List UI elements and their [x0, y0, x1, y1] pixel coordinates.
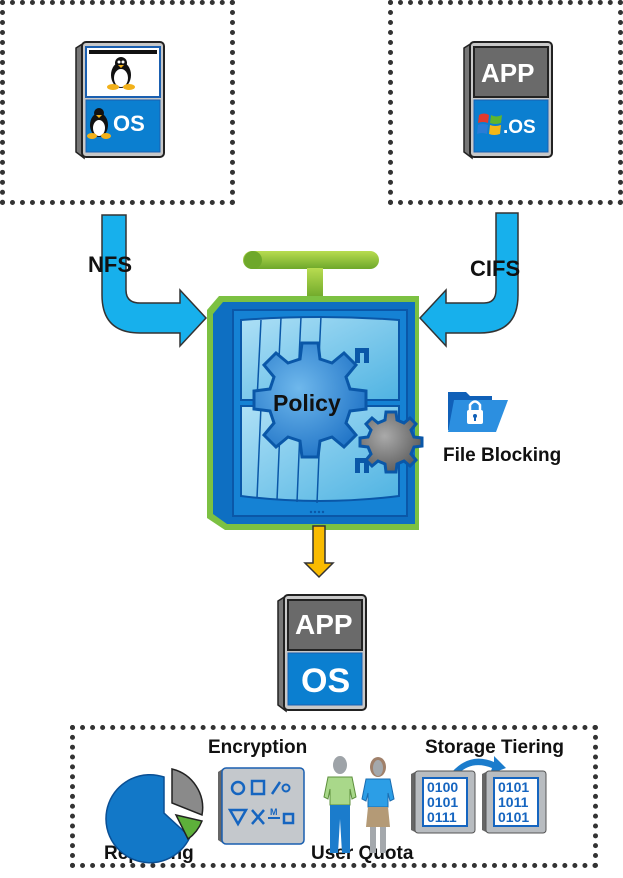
policy-gear-icon: [252, 341, 368, 459]
storage-tiering-label: Storage Tiering: [425, 737, 565, 758]
windows-client-box: [388, 0, 623, 205]
tier-a-bit-row: 0111: [427, 809, 457, 825]
encryption-label: Encryption: [208, 737, 308, 758]
storage-tier-a-icon: [411, 770, 476, 834]
server-app-label: APP: [295, 609, 353, 640]
linux-penguin-icon: [107, 57, 135, 90]
tier-a-bits: 0100 0101 0111: [427, 780, 458, 825]
linux-os-label: OS: [113, 111, 145, 136]
policy-label: Policy: [273, 390, 341, 416]
locked-folder-icon: [448, 392, 508, 432]
encryption-icon: M: [218, 767, 305, 845]
linux-client-box: [0, 0, 235, 205]
cifs-label: CIFS: [470, 256, 521, 281]
tier-b-bit-row: 0101: [498, 809, 530, 825]
features-box: [70, 725, 598, 868]
windows-app-label: APP: [481, 58, 535, 88]
tier-b-bit-row: 0101: [498, 779, 530, 795]
tier-b-bit-row: 1011: [498, 794, 529, 810]
windows-os-label: .OS: [503, 117, 536, 138]
linux-penguin-icon: [87, 108, 111, 139]
users-icon: [323, 756, 395, 853]
pie-chart-icon: [105, 768, 204, 864]
storage-server-device: [277, 594, 367, 713]
windows-logo-icon: [477, 113, 502, 135]
nfs-label: NFS: [88, 252, 132, 277]
tier-a-bit-row: 0101: [427, 794, 459, 810]
small-gear-icon: [358, 410, 424, 474]
tiering-arrow-icon: [452, 756, 506, 774]
tier-b-bits: 0101 1011 0101: [498, 780, 529, 825]
svg-text:M: M: [270, 807, 278, 817]
tier-a-bit-row: 0100: [427, 779, 459, 795]
file-blocking-label: File Blocking: [443, 445, 562, 466]
storage-tier-b-icon: [482, 770, 547, 834]
server-os-label: OS: [301, 662, 351, 700]
